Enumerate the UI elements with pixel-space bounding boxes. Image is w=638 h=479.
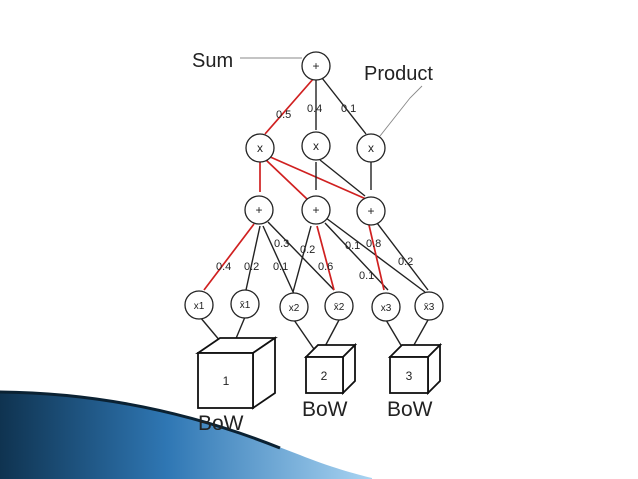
leaf-label-x1-bar: x̄1 (240, 300, 251, 311)
bow-box-1: 1 (195, 336, 278, 410)
weight-9: 0.2 (398, 256, 413, 268)
sum-label: Sum (192, 50, 233, 72)
leaf-label-x2: x2 (289, 303, 300, 314)
leaf-x1-bar: x̄1 (230, 289, 260, 319)
edges-root (264, 77, 367, 135)
product-node-1: x (245, 133, 275, 163)
sum-op-1: + (255, 203, 262, 217)
leaf-label-x1: x1 (194, 301, 205, 312)
weight-5: 0.6 (318, 261, 333, 273)
weight-7: 0.8 (366, 238, 381, 250)
product-op-2: x (313, 139, 319, 153)
product-op-1: x (257, 141, 263, 155)
sum-op-3: + (367, 204, 374, 218)
weight-4: 0.2 (300, 244, 315, 256)
sum-node-3: + (356, 196, 386, 226)
weight-root-2: 0.1 (341, 103, 356, 115)
leaf-label-x3: x3 (381, 303, 392, 314)
weight-8: 0.1 (359, 270, 374, 282)
bow-box-3: 3 (387, 342, 443, 396)
bow-label-1: BoW (198, 412, 244, 435)
box-number-1: 1 (223, 374, 230, 388)
weight-root-0: 0.5 (276, 109, 291, 121)
weight-0: 0.4 (216, 261, 231, 273)
edges-product-to-sum (259, 155, 372, 200)
leaf-x3-bar: x̄3 (414, 291, 444, 321)
leaf-x2: x2 (279, 292, 309, 322)
weight-labels: 0.5 0.4 0.1 0.4 0.2 0.3 0.1 0.2 0.6 0.1 … (216, 103, 413, 282)
weight-2: 0.3 (274, 238, 289, 250)
leaf-label-x2-bar: x̄2 (334, 302, 345, 313)
leaf-label-x3-bar: x̄3 (424, 302, 435, 313)
leaf-x3: x3 (371, 292, 401, 322)
root-sum-node: + (301, 51, 331, 81)
leaf-x2-bar: x̄2 (324, 291, 354, 321)
bow-box-2: 2 (303, 342, 358, 396)
edges-sum-to-leaves (203, 217, 429, 295)
box-number-3: 3 (406, 369, 413, 383)
weight-root-1: 0.4 (307, 103, 322, 115)
box-number-2: 2 (321, 369, 328, 383)
product-label: Product (364, 63, 433, 85)
weight-3: 0.1 (273, 261, 288, 273)
sum-op-2: + (312, 203, 319, 217)
decorative-swoosh (0, 390, 372, 479)
product-leader-line (379, 85, 423, 137)
bow-label-2: BoW (302, 398, 348, 421)
weight-1: 0.2 (244, 261, 259, 273)
sum-node-2: + (301, 195, 331, 225)
bow-label-3: BoW (387, 398, 433, 421)
product-node-3: x (356, 133, 386, 163)
root-op: + (312, 59, 319, 73)
product-node-2: x (301, 131, 331, 161)
sum-node-1: + (244, 195, 274, 225)
leaf-x1: x1 (184, 290, 214, 320)
weight-6: 0.1 (345, 240, 360, 252)
product-op-3: x (368, 141, 374, 155)
